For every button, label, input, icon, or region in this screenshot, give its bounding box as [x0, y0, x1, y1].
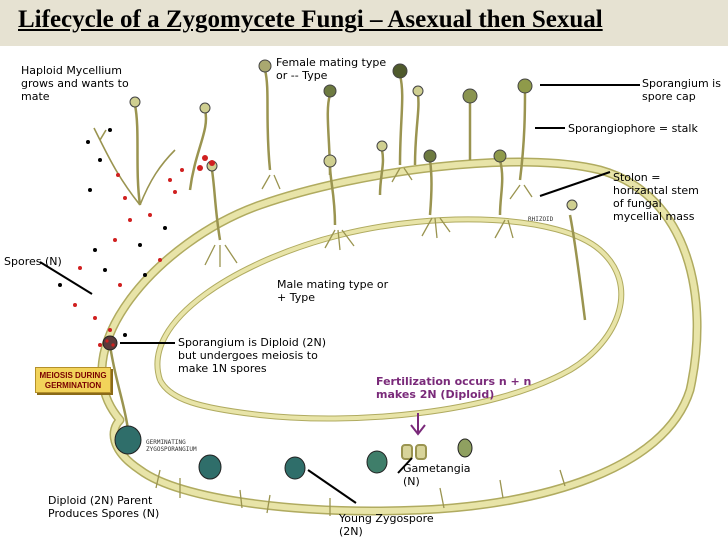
- sporangiophores-lower: [210, 159, 587, 321]
- sporangia-caps-upper: [129, 59, 533, 152]
- title-bar: Lifecycle of a Zygomycete Fungi – Asexua…: [0, 0, 728, 46]
- label-young-zygospore: Young Zygospore (2N): [339, 512, 434, 538]
- sporangiophores-upper: [133, 69, 527, 206]
- haploid-mycelium: [93, 127, 176, 206]
- scattered-spores: [58, 128, 215, 347]
- stolon-inner-ring: [154, 216, 625, 422]
- label-fertilization: Fertilization occurs n + n makes 2N (Dip…: [376, 375, 532, 401]
- label-haploid-mycelium: Haploid Mycellium grows and wants to mat…: [21, 64, 129, 103]
- leader-lines: [39, 84, 640, 504]
- label-stolon: Stolon = horizantal stem of fungal mycel…: [613, 171, 699, 223]
- label-diploid-sporangium: Sporangium is Diploid (2N) but undergoes…: [178, 336, 327, 375]
- meiosis-badge: MEIOSIS DURING GERMINATION: [35, 367, 111, 393]
- fertilization-arrow: [410, 413, 426, 436]
- label-rhizoid: RHIZOID: [528, 216, 554, 223]
- rhizoids: [204, 167, 533, 267]
- label-diploid-parent: Diploid (2N) Parent Produces Spores (N): [48, 494, 160, 520]
- label-sporangiophore: Sporangiophore = stalk: [568, 122, 698, 135]
- gametangia: [401, 444, 427, 460]
- page-title: Lifecycle of a Zygomycete Fungi – Asexua…: [18, 6, 603, 33]
- label-germinating: GERMINATING ZYGOSPORANGIUM: [146, 439, 197, 453]
- label-female-mating-type: Female mating type or -- Type: [276, 56, 387, 82]
- label-gametangia: Gametangia (N): [403, 462, 471, 488]
- stolon-outer-ring: [97, 157, 702, 516]
- label-male-mating-type: Male mating type or + Type: [277, 278, 389, 304]
- zygospores: [114, 425, 473, 480]
- lifecycle-diagram: [39, 59, 702, 516]
- label-spores: Spores (N): [4, 255, 62, 268]
- label-sporangium-cap: Sporangium is spore cap: [642, 77, 721, 103]
- bottom-rhizoids: [155, 469, 566, 516]
- diploid-sporangium: [102, 335, 130, 431]
